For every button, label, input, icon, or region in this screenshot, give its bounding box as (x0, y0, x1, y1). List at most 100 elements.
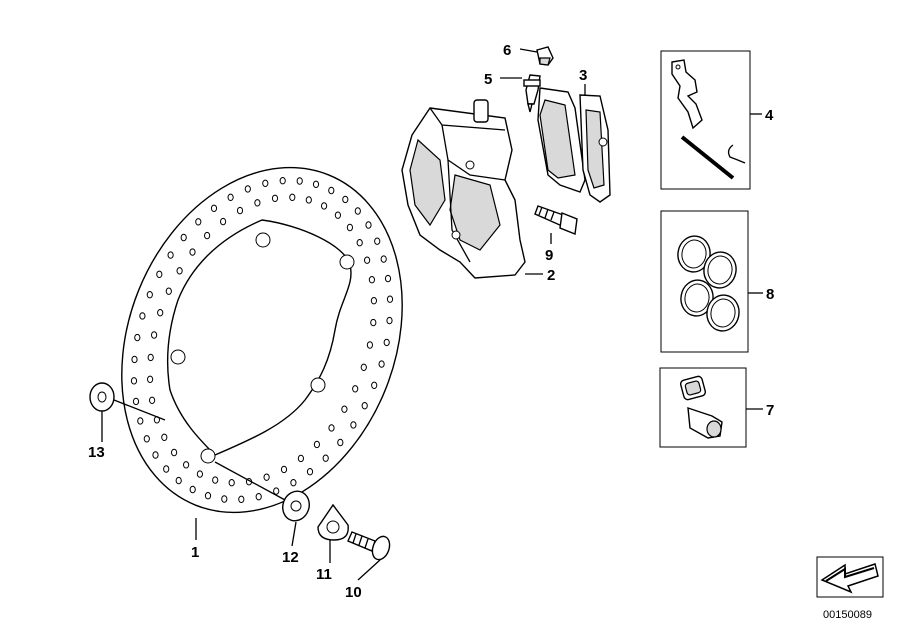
disc-hole (346, 223, 353, 232)
disc-hole (210, 204, 218, 213)
disc-hole (195, 218, 202, 226)
disc-hole (354, 207, 361, 215)
callout-11: 11 (316, 566, 332, 583)
disc-hole (165, 287, 172, 295)
disc-hole (212, 476, 219, 484)
disc-hole (132, 397, 140, 406)
disc-hole (137, 417, 144, 425)
disc-hole (364, 256, 371, 264)
disc-hole (306, 468, 314, 476)
disc-hole (312, 180, 320, 189)
callout-lines (101, 48, 763, 581)
disc-hole (228, 479, 235, 487)
callout-5: 5 (484, 71, 492, 88)
disc-hole (151, 331, 158, 339)
disc-hole (368, 276, 375, 284)
disc-hole (296, 177, 303, 185)
disc-hole (374, 237, 381, 245)
disc-hole (341, 405, 348, 413)
callout-1: 1 (191, 544, 199, 561)
disc-hole (238, 495, 245, 503)
brake-pads (537, 87, 611, 203)
disc-hole (176, 267, 183, 275)
disc-hole (361, 402, 368, 410)
disc-hole (386, 316, 393, 325)
disc-hole (139, 312, 146, 320)
diagram-code: 00150089 (823, 609, 872, 621)
disc-hole (204, 492, 212, 500)
disc-hole (196, 470, 203, 478)
disc-hole (371, 381, 378, 389)
callout-labels: 1 2 3 4 5 6 7 8 9 10 11 12 13 (88, 42, 774, 601)
disc-hole (183, 461, 190, 469)
disc-hole (180, 233, 187, 242)
disc-hole (280, 465, 288, 474)
washer-12 (282, 490, 310, 522)
disc-hole (161, 433, 168, 441)
disc-hole (328, 186, 335, 195)
disc-perforations (130, 177, 394, 503)
disc-hole (356, 239, 363, 247)
callout-6: 6 (503, 42, 511, 59)
disc-hole (366, 341, 373, 349)
callout-13: 13 (88, 444, 105, 461)
disc-hole (289, 193, 296, 202)
callout-9: 9 (545, 247, 553, 264)
kit-box-8 (660, 210, 749, 353)
disc-hole (273, 487, 280, 495)
disc-hole (290, 479, 297, 487)
disc-hole (271, 194, 279, 203)
bleed-screw (523, 74, 541, 113)
disc-hole (131, 355, 138, 364)
disc-hole (149, 396, 156, 404)
brake-disc (121, 166, 403, 514)
kit-box-7 (659, 367, 747, 448)
disc-hole (147, 353, 154, 362)
disc-hole (378, 360, 385, 368)
disc-hole (350, 421, 357, 429)
disc-hole (337, 438, 344, 447)
disc-hole (204, 231, 211, 240)
disc-hole (360, 363, 367, 371)
disc-hole (156, 270, 163, 278)
disc-hole (365, 221, 372, 229)
disc-hole (328, 424, 335, 432)
disc-hole (321, 202, 328, 210)
disc-hole (297, 454, 304, 463)
direction-arrow-icon (816, 556, 884, 598)
disc-hole (263, 473, 270, 481)
disc-hole (134, 333, 141, 342)
disc-hole (175, 476, 182, 485)
disc-hole (167, 251, 174, 259)
disc-hole (342, 195, 349, 204)
disc-hole (279, 177, 286, 185)
brake-caliper (401, 99, 526, 279)
disc-hole (386, 295, 394, 303)
callout-12: 12 (282, 549, 299, 566)
disc-hole (227, 193, 234, 202)
disc-hole (152, 451, 159, 459)
disc-hole (147, 375, 154, 383)
disc-hole (189, 485, 196, 494)
washer-13 (89, 382, 115, 412)
callout-4: 4 (765, 107, 774, 124)
disc-hole (130, 377, 138, 385)
disc-hole (244, 185, 251, 193)
disc-bolt-10 (347, 531, 391, 561)
disc-hole (163, 465, 170, 473)
callout-2: 2 (547, 267, 555, 284)
callout-7: 7 (766, 402, 774, 419)
callout-8: 8 (766, 286, 774, 303)
disc-hole (313, 440, 320, 449)
disc-hole (383, 338, 390, 347)
disc-hole (157, 309, 164, 317)
lock-plate-11 (317, 503, 349, 541)
disc-hole (322, 454, 329, 462)
callout-3: 3 (579, 67, 587, 84)
disc-hole (352, 385, 359, 393)
disc-hole (262, 179, 269, 188)
disc-hole (254, 199, 261, 207)
disc-hole (305, 196, 312, 204)
disc-hole (255, 493, 262, 501)
